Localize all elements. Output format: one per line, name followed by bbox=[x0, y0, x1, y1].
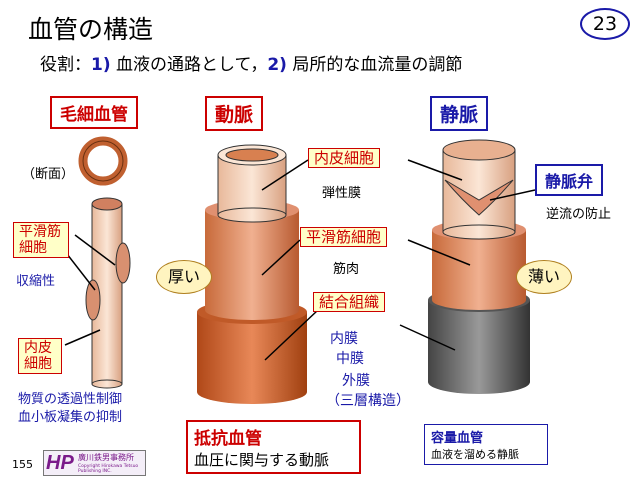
footer-page-number: 155 bbox=[12, 458, 33, 471]
pointer-lines bbox=[59, 159, 536, 361]
vein-illustration bbox=[428, 139, 530, 394]
three-layer-label: （三層構造） bbox=[326, 393, 410, 409]
elastic-membrane-label: 弾性膜 bbox=[322, 186, 362, 201]
subtitle-n2: 2) bbox=[267, 55, 287, 75]
smooth-muscle-label: 平滑筋細胞 bbox=[13, 222, 69, 258]
capillary-heading: 毛細血管 bbox=[50, 96, 138, 129]
capillary-tube bbox=[85, 197, 131, 389]
adventitia-label: 外膜 bbox=[342, 373, 370, 389]
artery-smooth-muscle-label: 平滑筋細胞 bbox=[300, 227, 388, 247]
resistance-vessel-box: 抵抗血管血圧に関与する動脈 bbox=[186, 420, 361, 474]
endothelial-label: 内皮細胞 bbox=[18, 338, 62, 374]
subtitle-t1: 血液の通路として， bbox=[110, 55, 268, 75]
backflow-label: 逆流の防止 bbox=[546, 207, 612, 222]
connective-tissue-label: 結合組織 bbox=[313, 292, 386, 312]
contractility-label: 収縮性 bbox=[16, 274, 56, 289]
capacitance-title: 容量血管 bbox=[431, 431, 484, 446]
media-label: 中膜 bbox=[336, 351, 364, 367]
muscle-label: 筋肉 bbox=[333, 262, 360, 277]
function-permeability: 物質の透過性制御 bbox=[18, 392, 123, 407]
subtitle-t2: 局所的な血流量の調節 bbox=[286, 55, 463, 75]
capacitance-vessel-box: 容量血管血液を溜める静脈 bbox=[424, 424, 548, 465]
resistance-title: 抵抗血管 bbox=[194, 429, 262, 449]
cross-section-label: （断面） bbox=[22, 167, 75, 182]
vein-heading: 静脈 bbox=[430, 96, 489, 131]
resistance-desc: 血圧に関与する動脈 bbox=[194, 451, 330, 469]
subtitle: 役割：1) 血液の通路として，2) 局所的な血流量の調節 bbox=[40, 50, 462, 75]
artery-illustration bbox=[197, 144, 307, 404]
capacitance-desc: 血液を溜める静脈 bbox=[431, 448, 519, 461]
intima-label: 内膜 bbox=[330, 331, 358, 347]
thin-label: 薄い bbox=[516, 260, 572, 294]
endothelium-label: 内皮細胞 bbox=[308, 148, 381, 168]
venous-valve-label: 静脈弁 bbox=[535, 164, 604, 196]
page-number-badge: 23 bbox=[580, 8, 630, 40]
artery-heading: 動脈 bbox=[205, 96, 264, 131]
function-platelet: 血小板凝集の抑制 bbox=[18, 410, 123, 425]
page-title: 血管の構造 bbox=[28, 15, 154, 44]
publisher-logo: HP 廣川鉄男事務所 Copyright Hirokawa Tetsuo Pub… bbox=[43, 450, 146, 476]
subtitle-prefix: 役割： bbox=[40, 55, 91, 75]
subtitle-n1: 1) bbox=[91, 55, 111, 75]
thick-label: 厚い bbox=[156, 260, 212, 294]
capillary-cross-section bbox=[78, 136, 128, 186]
